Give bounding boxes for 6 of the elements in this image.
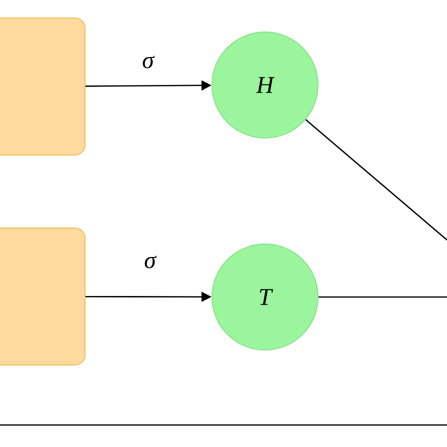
edge-label: σ [143, 254, 157, 270]
edge-label: σ [141, 54, 155, 70]
rounded-box [0, 228, 86, 366]
line [305, 119, 447, 240]
rounded-box [0, 18, 86, 156]
line [318, 296, 447, 298]
